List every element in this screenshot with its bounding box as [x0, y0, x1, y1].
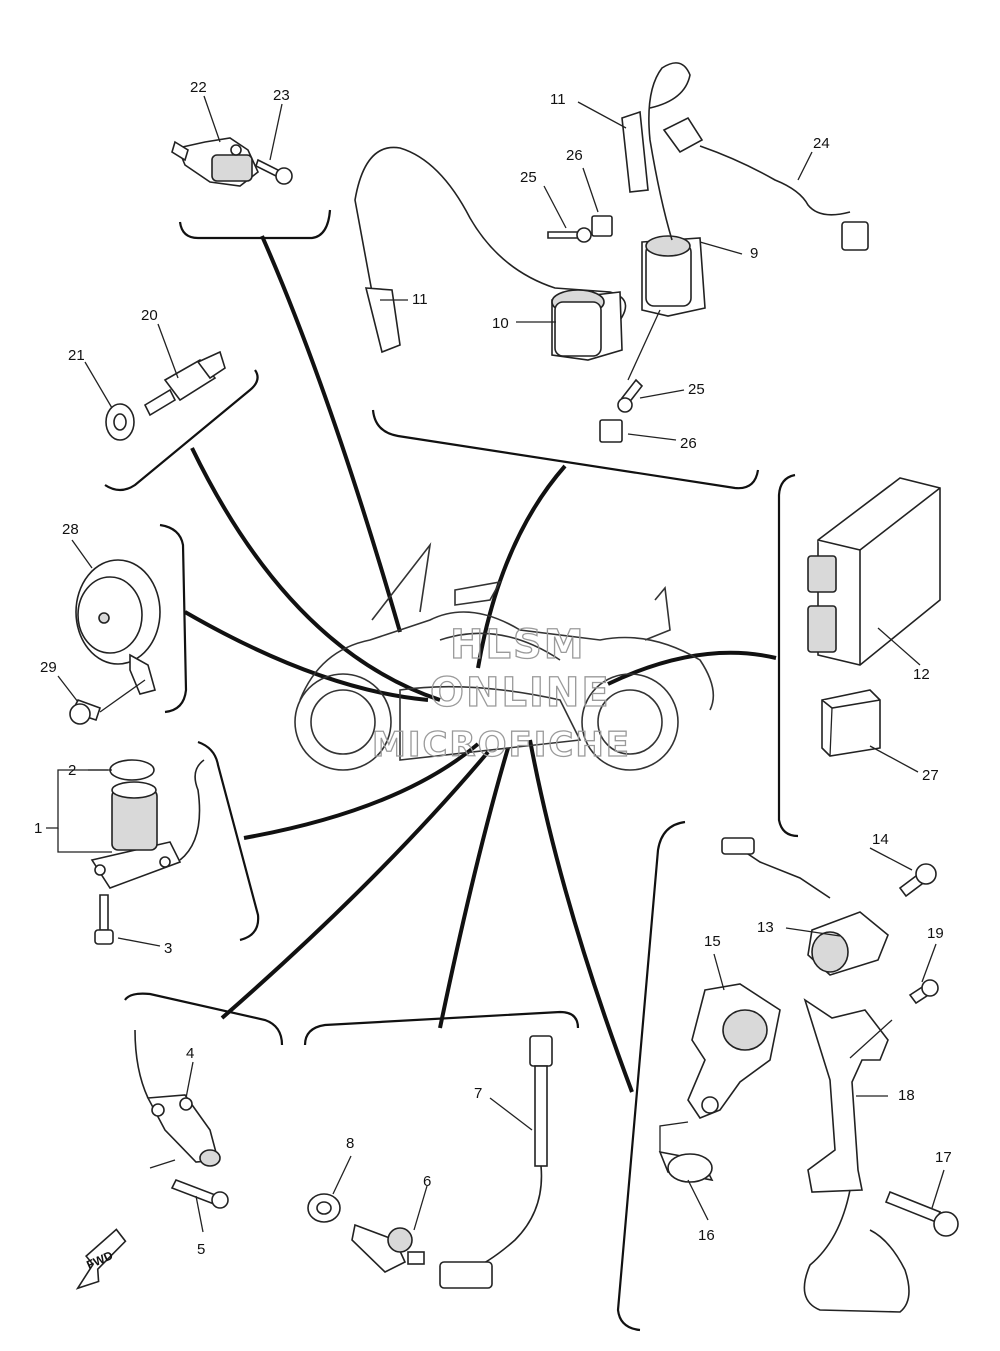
callout-8: 8 — [346, 1135, 354, 1152]
callout-13: 13 — [757, 919, 774, 936]
part-29-bolt — [69, 699, 102, 725]
callout-4: 4 — [186, 1045, 194, 1062]
part-28-horn — [75, 559, 161, 695]
callout-25-a: 25 — [520, 169, 537, 186]
part-6-switch — [351, 1223, 425, 1273]
part-24-harness — [662, 116, 869, 251]
part-7-sensor — [439, 1035, 553, 1289]
callout-21: 21 — [68, 347, 85, 364]
part-17-bolt — [884, 1190, 959, 1237]
callout-7: 7 — [474, 1085, 482, 1102]
callout-6: 6 — [423, 1173, 431, 1190]
fwd-arrow: FWD — [75, 1228, 127, 1290]
part-9-coil — [641, 235, 706, 317]
callout-numbers: 22 23 20 21 28 29 2 1 3 4 5 6 7 8 11 26 … — [34, 79, 952, 1258]
part-18-stand — [803, 998, 910, 1313]
callout-28: 28 — [62, 521, 79, 538]
watermark-line1: HLSM — [450, 622, 586, 668]
callout-29: 29 — [40, 659, 57, 676]
callout-15: 15 — [704, 933, 721, 950]
callout-24: 24 — [813, 135, 830, 152]
callout-25-b: 25 — [688, 381, 705, 398]
callout-11-b: 11 — [412, 291, 428, 308]
part-16-collar — [658, 1150, 714, 1183]
part-11-lead-b — [621, 62, 691, 241]
part-1-sensor — [90, 759, 205, 889]
callout-23: 23 — [273, 87, 290, 104]
part-22-sensor — [171, 137, 259, 187]
part-14-bolt — [898, 863, 937, 898]
part-13-sensor — [721, 837, 889, 976]
callout-2: 2 — [68, 762, 76, 779]
part-21-washer — [105, 403, 135, 441]
callout-3: 3 — [164, 940, 172, 957]
callout-20: 20 — [141, 307, 158, 324]
callout-26-b: 26 — [680, 435, 697, 452]
part-10-coil — [551, 289, 623, 361]
part-5-bolt — [170, 1178, 229, 1209]
part-15-bracket — [687, 983, 781, 1119]
callout-19: 19 — [927, 925, 944, 942]
part-12-ecu — [807, 477, 941, 666]
callout-5: 5 — [197, 1241, 205, 1258]
part-20-sensor — [143, 350, 226, 417]
part-8-washer — [307, 1193, 341, 1223]
callout-9: 9 — [750, 245, 758, 262]
callout-27: 27 — [922, 767, 939, 784]
callout-12: 12 — [913, 666, 930, 683]
part-23-bolt — [255, 158, 293, 185]
part-19-bolt — [908, 979, 939, 1005]
callout-18: 18 — [898, 1087, 915, 1104]
callout-10: 10 — [492, 315, 509, 332]
part-25-screw-b — [617, 378, 644, 413]
part-3-bolt — [94, 894, 114, 945]
callout-14: 14 — [872, 831, 889, 848]
part-2-oring — [109, 759, 155, 781]
part-27-relay — [821, 689, 881, 757]
watermark-line3: MICROFICHE — [372, 725, 631, 765]
part-25-screw-a — [547, 227, 592, 243]
group-brackets — [104, 209, 799, 1332]
callout-17: 17 — [935, 1149, 952, 1166]
fwd-label: FWD — [84, 1248, 115, 1272]
part-4-sensor — [134, 1029, 221, 1167]
motorcycle-outline — [294, 542, 715, 771]
callout-16: 16 — [698, 1227, 715, 1244]
callout-1: 1 — [34, 820, 42, 837]
part-26-nut-a — [591, 215, 613, 237]
watermark: HLSM ONLINE MICROFICHE — [371, 621, 631, 765]
callout-11-a: 11 — [550, 91, 566, 108]
callout-26-a: 26 — [566, 147, 583, 164]
watermark-line2: ONLINE — [430, 670, 611, 716]
callout-22: 22 — [190, 79, 207, 96]
part-26-nut-b — [599, 419, 623, 443]
